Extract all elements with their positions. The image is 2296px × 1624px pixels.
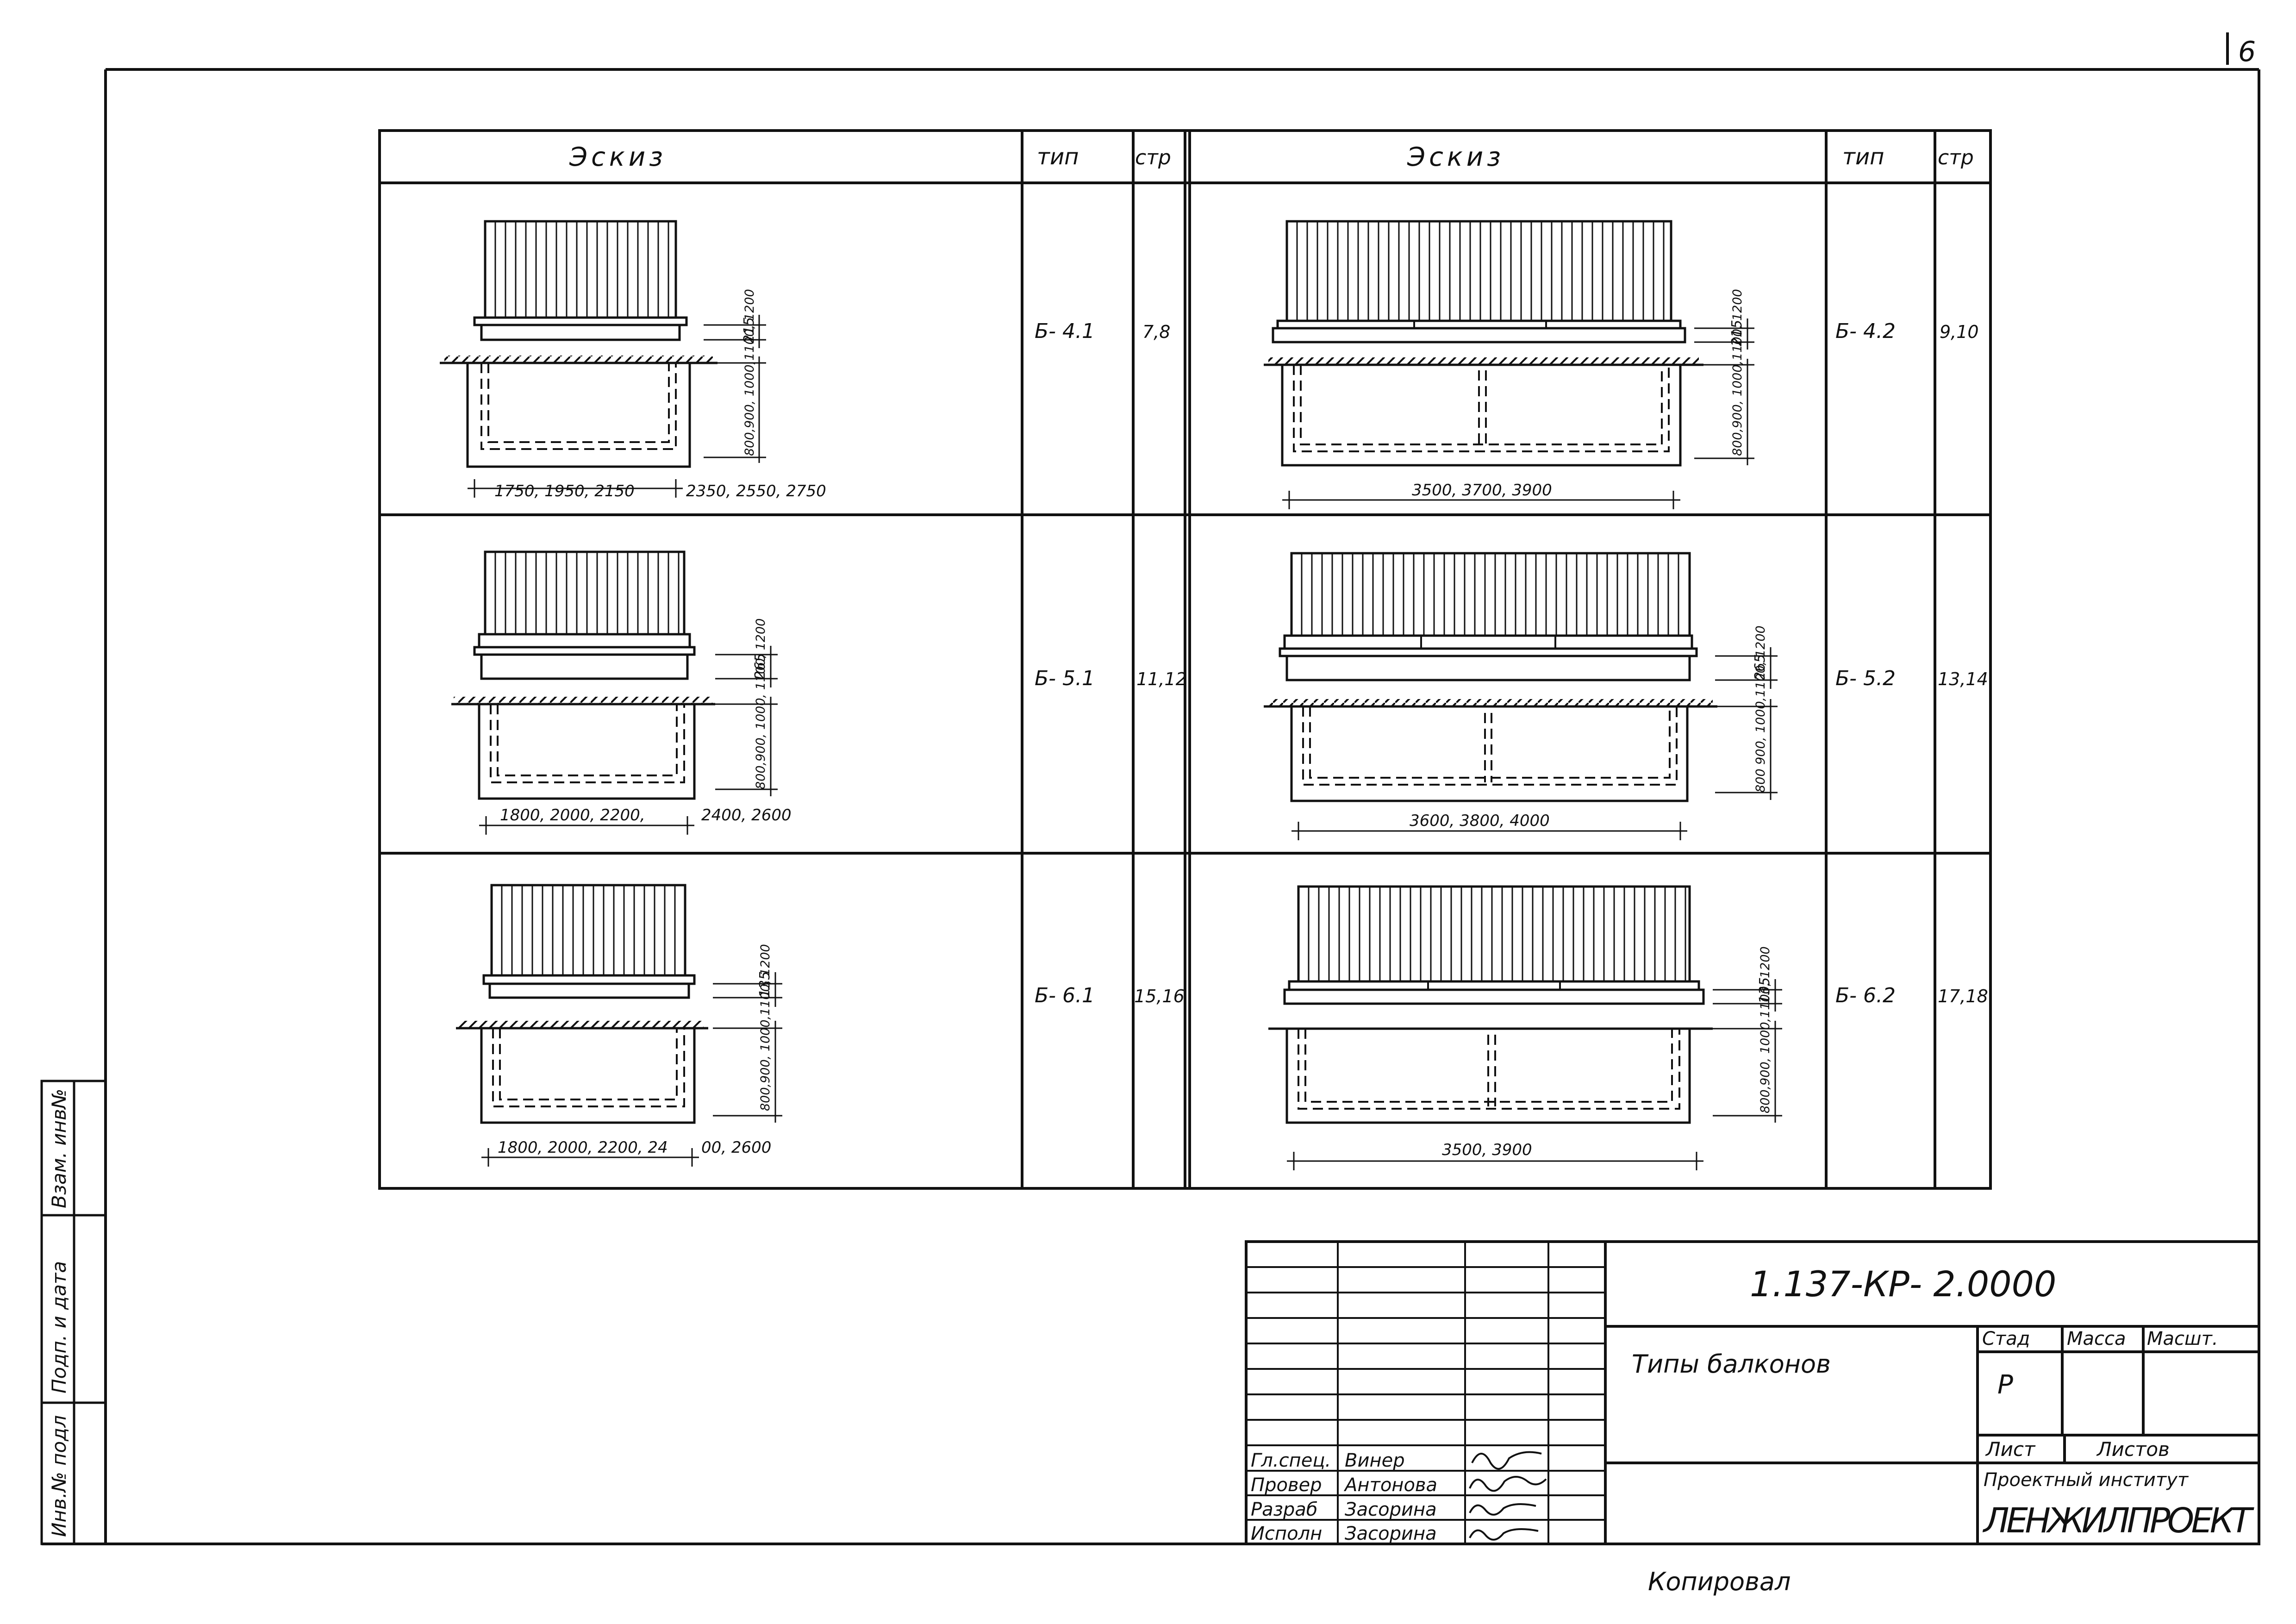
signature-marks <box>1469 1451 1547 1541</box>
sign-role-4: Исполн <box>1251 1523 1322 1544</box>
sheet-frame <box>42 68 2260 1545</box>
row2-right-height: 265 <box>1752 654 1768 681</box>
header-sketch-right: Эскиз <box>1407 142 1504 172</box>
row1-left-pages: 7,8 <box>1142 322 1170 342</box>
row3-right-height: 135 <box>1757 977 1773 1004</box>
sign-name-2: Антонова <box>1343 1474 1437 1496</box>
row2-left-type: Б- 5.1 <box>1035 667 1095 690</box>
header-page-right: стр <box>1938 146 1974 169</box>
row3-left-depths: 800,900, 1000,1100, 1200 <box>758 944 773 1111</box>
sketch-b-6-2 <box>1268 885 1782 1170</box>
row3-left-type: Б- 6.1 <box>1035 984 1095 1007</box>
row1-right-width: 3500, 3700, 3900 <box>1412 481 1552 500</box>
scale-label: Масшт. <box>2147 1328 2218 1349</box>
page-number: 6 <box>2238 36 2256 68</box>
sign-name-3: Засорина <box>1345 1499 1437 1520</box>
row3-right-pages: 17,18 <box>1938 986 1988 1006</box>
row1-left-depths: 800,900, 1000,1100, 1200 <box>742 289 757 456</box>
sketch-b-5-1 <box>451 550 778 835</box>
row2-right-pages: 13,14 <box>1938 669 1988 689</box>
sketch-b-5-2 <box>1264 552 1778 840</box>
row1-right-type: Б- 4.2 <box>1835 319 1896 343</box>
sign-role-2: Провер <box>1251 1474 1322 1496</box>
row1-right-height: 215 <box>1729 320 1745 346</box>
sketch-b-4-1 <box>440 220 766 498</box>
row1-left-width-a: 1750, 1950, 2150 <box>494 482 635 500</box>
sign-role-3: Разраб <box>1251 1499 1317 1520</box>
row3-left-width-a: 1800, 2000, 2200, 24 <box>498 1138 668 1157</box>
row2-left-height: 265 <box>752 653 768 680</box>
row2-right-depths: 800 900, 1000,1100, 1200 <box>1753 625 1768 793</box>
row2-left-pages: 11,12 <box>1136 669 1187 689</box>
row2-left-depths: 800,900, 1000, 1100, 1200 <box>754 618 768 789</box>
copied-by-label: Копировал <box>1648 1567 1791 1596</box>
row1-left-width-b: 2350, 2550, 2750 <box>686 482 826 500</box>
header-sketch-left: Эскиз <box>569 142 667 172</box>
side-stamp-sign-date: Подп. и дата <box>48 1261 70 1393</box>
drawing-title: Типы балконов <box>1632 1349 1831 1379</box>
row3-right-depths: 800,900, 1000,1100, 1200 <box>1758 946 1772 1113</box>
sign-role-1: Гл.спец. <box>1251 1450 1331 1471</box>
header-type-left: тип <box>1037 144 1079 170</box>
sign-name-1: Винер <box>1345 1450 1405 1471</box>
balcony-table <box>378 129 1992 1190</box>
row1-left-type: Б- 4.1 <box>1035 319 1095 343</box>
sign-name-4: Засорина <box>1345 1523 1437 1544</box>
row1-right-pages: 9,10 <box>1940 322 1979 342</box>
row1-right-depths: 800,900, 1000,1100, 1200 <box>1730 289 1745 456</box>
side-stamp <box>40 1080 107 1545</box>
sketch-b-4-2 <box>1264 220 1754 509</box>
mass-label: Масса <box>2067 1328 2126 1349</box>
row3-left-height: 135 <box>757 971 773 998</box>
stage-label: Стад <box>1982 1328 2030 1349</box>
institute-name: ЛЕНЖИЛПРОЕКТ <box>1982 1501 2255 1541</box>
institute-line: Проектный институт <box>1984 1469 2189 1491</box>
sheets-label: Листов <box>2096 1438 2170 1461</box>
row3-left-pages: 15,16 <box>1134 986 1185 1006</box>
row3-right-type: Б- 6.2 <box>1835 984 1896 1007</box>
row3-left-width-b: 00, 2600 <box>701 1138 771 1157</box>
row1-left-height: 215 <box>741 317 757 344</box>
title-block <box>1245 1240 2260 1545</box>
header-type-right: тип <box>1842 144 1884 170</box>
header-page-left: стр <box>1135 146 1171 169</box>
row2-left-width-b: 2400, 2600 <box>701 806 792 824</box>
side-stamp-inv-orig: Инв.№ подл <box>48 1415 70 1537</box>
stage-value: Р <box>1997 1370 2013 1400</box>
row3-right-width: 3500, 3900 <box>1442 1141 1532 1159</box>
title-block-grid <box>1246 1242 1605 1544</box>
doc-code: 1.137-КР- 2.0000 <box>1750 1263 2056 1305</box>
sheet-label: Лист <box>1985 1438 2036 1461</box>
row2-right-type: Б- 5.2 <box>1835 667 1896 690</box>
side-stamp-replaced-inv: Взам. инв№ <box>48 1089 70 1208</box>
row2-right-width: 3600, 3800, 4000 <box>1410 812 1550 830</box>
row2-left-width-a: 1800, 2000, 2200, <box>500 806 645 824</box>
sketch-b-6-1 <box>456 884 782 1167</box>
